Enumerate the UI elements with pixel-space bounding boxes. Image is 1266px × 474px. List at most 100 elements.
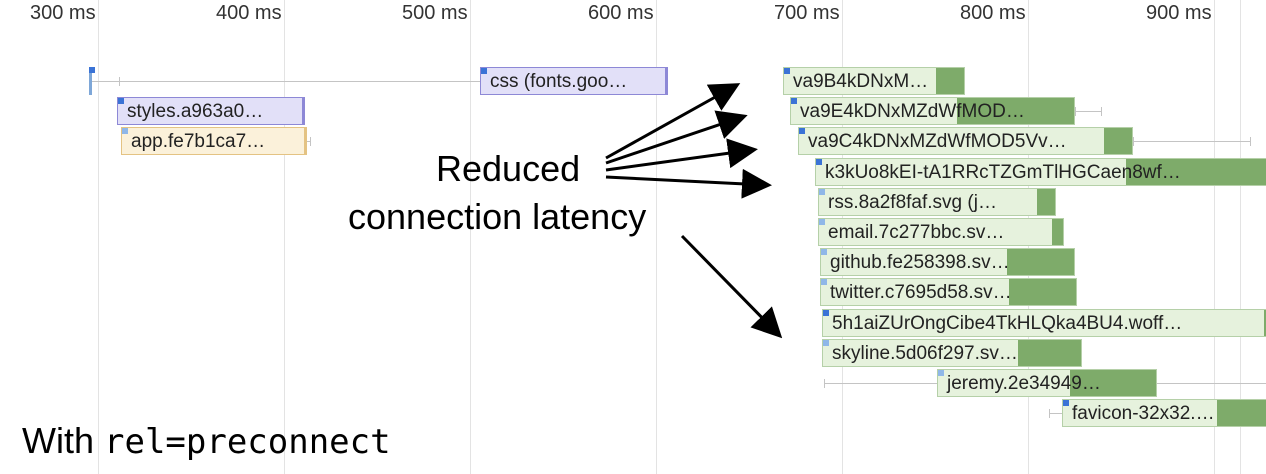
request-start-marker: [938, 370, 944, 376]
gridline: [284, 0, 285, 474]
request-start-marker: [819, 189, 825, 195]
request-download-segment: [665, 68, 667, 94]
request-download-segment: [302, 98, 304, 124]
request-start-marker: [823, 340, 829, 346]
request-whisker: [1075, 111, 1101, 112]
request-bar[interactable]: styles.a963a0…: [117, 97, 305, 125]
caption: With rel=preconnect: [22, 420, 391, 462]
request-name: styles.a963a0…: [127, 101, 264, 122]
request-start-marker: [823, 310, 829, 316]
request-bar[interactable]: rss.8a2f8faf.svg (j…: [818, 188, 1056, 216]
axis-tick-label: 900 ms: [1146, 2, 1212, 24]
gridline: [470, 0, 471, 474]
request-bar[interactable]: jeremy.2e34949…: [937, 369, 1157, 397]
request-name: va9B4kDNxM…: [793, 71, 929, 92]
axis-tick-label: 400 ms: [216, 2, 282, 24]
request-name: 5h1aiZUrOngCibe4TkHLQka4BU4.woff…: [832, 313, 1183, 334]
request-bar-tiny[interactable]: [89, 67, 95, 95]
request-start-marker: [118, 98, 124, 104]
request-whisker: [1133, 141, 1250, 142]
request-name: rss.8a2f8faf.svg (j…: [828, 192, 997, 213]
request-whisker-cap: [1133, 137, 1134, 146]
request-name: app.fe7b1ca7…: [131, 131, 266, 152]
request-name: va9C4kDNxMZdWfMOD5Vv…: [808, 131, 1067, 152]
arrow-to-va9E4k: [605, 110, 748, 165]
request-whisker-cap: [1250, 137, 1251, 146]
request-bar[interactable]: twitter.c7695d58.sv…: [820, 278, 1077, 306]
annotation-line-1: Reduced: [436, 148, 581, 189]
request-whisker-cap: [119, 77, 120, 86]
request-bar[interactable]: app.fe7b1ca7…: [121, 127, 307, 155]
request-download-segment: [1217, 400, 1266, 426]
gridline: [656, 0, 657, 474]
request-start-marker: [1063, 400, 1069, 406]
request-start-marker: [791, 98, 797, 104]
request-name: jeremy.2e34949…: [947, 373, 1101, 394]
request-whisker-cap: [1101, 107, 1102, 116]
arrow-to-k3kUo8: [605, 168, 772, 199]
request-bar[interactable]: k3kUo8kEI-tA1RRcTZGmTlHGCaen8wf…: [815, 158, 1266, 186]
axis-tick-label: 300 ms: [30, 2, 96, 24]
request-bar[interactable]: va9C4kDNxMZdWfMOD5Vv…: [798, 127, 1133, 155]
request-whisker-cap: [310, 137, 311, 146]
request-name: skyline.5d06f297.sv…: [832, 343, 1018, 364]
caption-code: rel=preconnect: [104, 422, 391, 462]
arrow-to-va9C4k: [605, 138, 758, 172]
request-whisker: [1049, 413, 1062, 414]
request-download-segment: [1009, 279, 1076, 305]
request-download-segment: [1264, 310, 1266, 336]
request-start-marker: [784, 68, 790, 74]
request-name: email.7c277bbc.sv…: [828, 222, 1005, 243]
request-download-segment: [1018, 340, 1081, 366]
request-bar[interactable]: github.fe258398.sv…: [820, 248, 1075, 276]
request-whisker-cap: [1049, 409, 1050, 418]
request-download-segment: [1104, 128, 1132, 154]
request-name: k3kUo8kEI-tA1RRcTZGmTlHGCaen8wf…: [825, 162, 1181, 183]
request-name: github.fe258398.sv…: [830, 252, 1010, 273]
axis-tick-label: 800 ms: [960, 2, 1026, 24]
request-bar[interactable]: va9B4kDNxM…: [783, 67, 965, 95]
caption-prefix: With: [22, 420, 94, 461]
request-whisker-cap: [824, 379, 825, 388]
request-whisker: [119, 81, 480, 82]
request-download-segment: [957, 98, 1074, 124]
request-download-segment: [1007, 249, 1074, 275]
annotation-line-2: connection latency: [348, 196, 647, 237]
request-start-marker: [481, 68, 487, 74]
request-start-marker: [799, 128, 805, 134]
gridline: [1240, 0, 1241, 474]
request-download-segment: [936, 68, 964, 94]
request-start-marker: [89, 67, 95, 73]
arrow-to-5h1ai: [680, 234, 783, 339]
request-download-segment: [1070, 370, 1156, 396]
gridline: [1214, 0, 1215, 474]
request-name: twitter.c7695d58.sv…: [830, 282, 1012, 303]
request-download-segment: [1126, 159, 1266, 185]
request-bar[interactable]: skyline.5d06f297.sv…: [822, 339, 1082, 367]
axis-tick-label: 600 ms: [588, 2, 654, 24]
request-whisker-cap: [1075, 107, 1076, 116]
request-whisker: [305, 141, 310, 142]
request-download-segment: [1037, 189, 1055, 215]
request-bar[interactable]: email.7c277bbc.sv…: [818, 218, 1064, 246]
request-download-segment: [1052, 219, 1063, 245]
request-bar[interactable]: css (fonts.goo…: [480, 67, 668, 95]
arrow-to-va9B4k: [605, 83, 741, 160]
request-bar[interactable]: va9E4kDNxMZdWfMOD…: [790, 97, 1075, 125]
request-bar[interactable]: favicon-32x32.…: [1062, 399, 1266, 427]
request-name: va9E4kDNxMZdWfMOD…: [800, 101, 1025, 122]
request-start-marker: [122, 128, 128, 134]
request-name: favicon-32x32.…: [1072, 403, 1215, 424]
axis-tick-label: 500 ms: [402, 2, 468, 24]
request-start-marker: [819, 219, 825, 225]
request-whisker: [91, 81, 119, 82]
axis-tick-label: 700 ms: [774, 2, 840, 24]
request-start-marker: [816, 159, 822, 165]
gridline: [98, 0, 99, 474]
request-bar[interactable]: 5h1aiZUrOngCibe4TkHLQka4BU4.woff…: [822, 309, 1266, 337]
request-download-segment: [304, 128, 306, 154]
request-start-marker: [821, 249, 827, 255]
request-name: css (fonts.goo…: [490, 71, 628, 92]
